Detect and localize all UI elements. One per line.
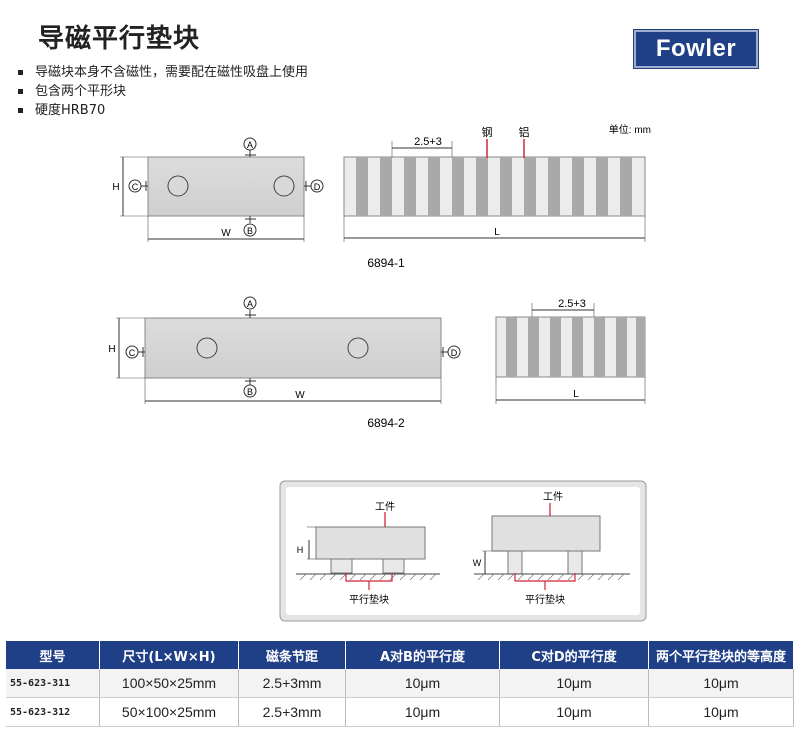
bullet-icon: [18, 108, 23, 113]
spec-table: 型号 尺寸(L×W×H) 磁条节距 A对B的平行度 C对D的平行度 两个平行垫块…: [6, 641, 794, 727]
label-c: C: [129, 348, 136, 358]
col-ab-parallelism: A对B的平行度: [345, 641, 500, 669]
pitch-label: 2.5+3: [558, 298, 586, 310]
aluminum-label: 铝: [519, 125, 530, 139]
unit-label: 单位: mm: [609, 123, 651, 136]
model-caption-1: 6894-1: [367, 256, 405, 270]
dim-w: W: [295, 390, 305, 401]
table-row: 55-623-311 100×50×25mm 2.5+3mm 10μm 10μm…: [6, 669, 794, 698]
label-d: D: [451, 348, 458, 358]
label-d: D: [314, 182, 321, 192]
side-view-6894-2: 2.5+3 L: [495, 298, 646, 404]
bullet-icon: [18, 89, 23, 94]
bullet-icon: [18, 70, 23, 75]
front-view-6894-2: A B C D H W: [108, 296, 461, 404]
pads-label: 平行垫块: [349, 593, 389, 606]
feature-item: 导磁块本身不含磁性，需要配在磁性吸盘上使用: [18, 63, 308, 82]
feature-item: 包含两个平形块: [18, 82, 308, 101]
fowler-logo: Fowler: [634, 30, 758, 68]
label-c: C: [132, 182, 139, 192]
dim-l: L: [573, 389, 579, 400]
feature-item: 硬度HRB70: [18, 101, 308, 120]
steel-label: 钢: [482, 126, 493, 139]
side-view-6894-1: 2.5+3 钢 铝 单位: mm L: [343, 123, 651, 242]
col-cd-parallelism: C对D的平行度: [499, 641, 649, 669]
usage-dim-h: H: [297, 545, 304, 555]
dim-l: L: [494, 227, 500, 238]
workpiece-label: 工件: [543, 491, 563, 503]
col-model: 型号: [6, 641, 100, 669]
table-header-row: 型号 尺寸(L×W×H) 磁条节距 A对B的平行度 C对D的平行度 两个平行垫块…: [6, 641, 794, 669]
label-a: A: [247, 299, 253, 309]
usage-illustration-right: W 工件 平行垫块: [473, 491, 630, 606]
col-pitch: 磁条节距: [238, 641, 346, 669]
usage-illustration-left: H 工件 平行垫块: [296, 501, 440, 606]
label-b: B: [247, 226, 253, 236]
page-title: 导磁平行垫块: [38, 24, 201, 54]
technical-drawings: A B C D H W: [108, 123, 651, 622]
dim-w: W: [221, 228, 231, 239]
dim-h: H: [108, 344, 115, 355]
model-caption-2: 6894-2: [367, 416, 405, 430]
pads-label: 平行垫块: [525, 593, 565, 606]
workpiece-label: 工件: [375, 501, 395, 513]
feature-list: 导磁块本身不含磁性，需要配在磁性吸盘上使用 包含两个平形块 硬度HRB70: [18, 63, 308, 120]
usage-dim-w: W: [473, 558, 482, 568]
col-size: 尺寸(L×W×H): [99, 641, 239, 669]
pitch-label: 2.5+3: [414, 136, 442, 148]
label-a: A: [247, 140, 253, 150]
table-row: 55-623-312 50×100×25mm 2.5+3mm 10μm 10μm…: [6, 697, 794, 727]
col-equal-height: 两个平行垫块的等高度: [648, 641, 794, 669]
dim-h: H: [112, 182, 119, 193]
front-view-6894-1: A B C D H W: [112, 137, 324, 242]
label-b: B: [247, 387, 253, 397]
